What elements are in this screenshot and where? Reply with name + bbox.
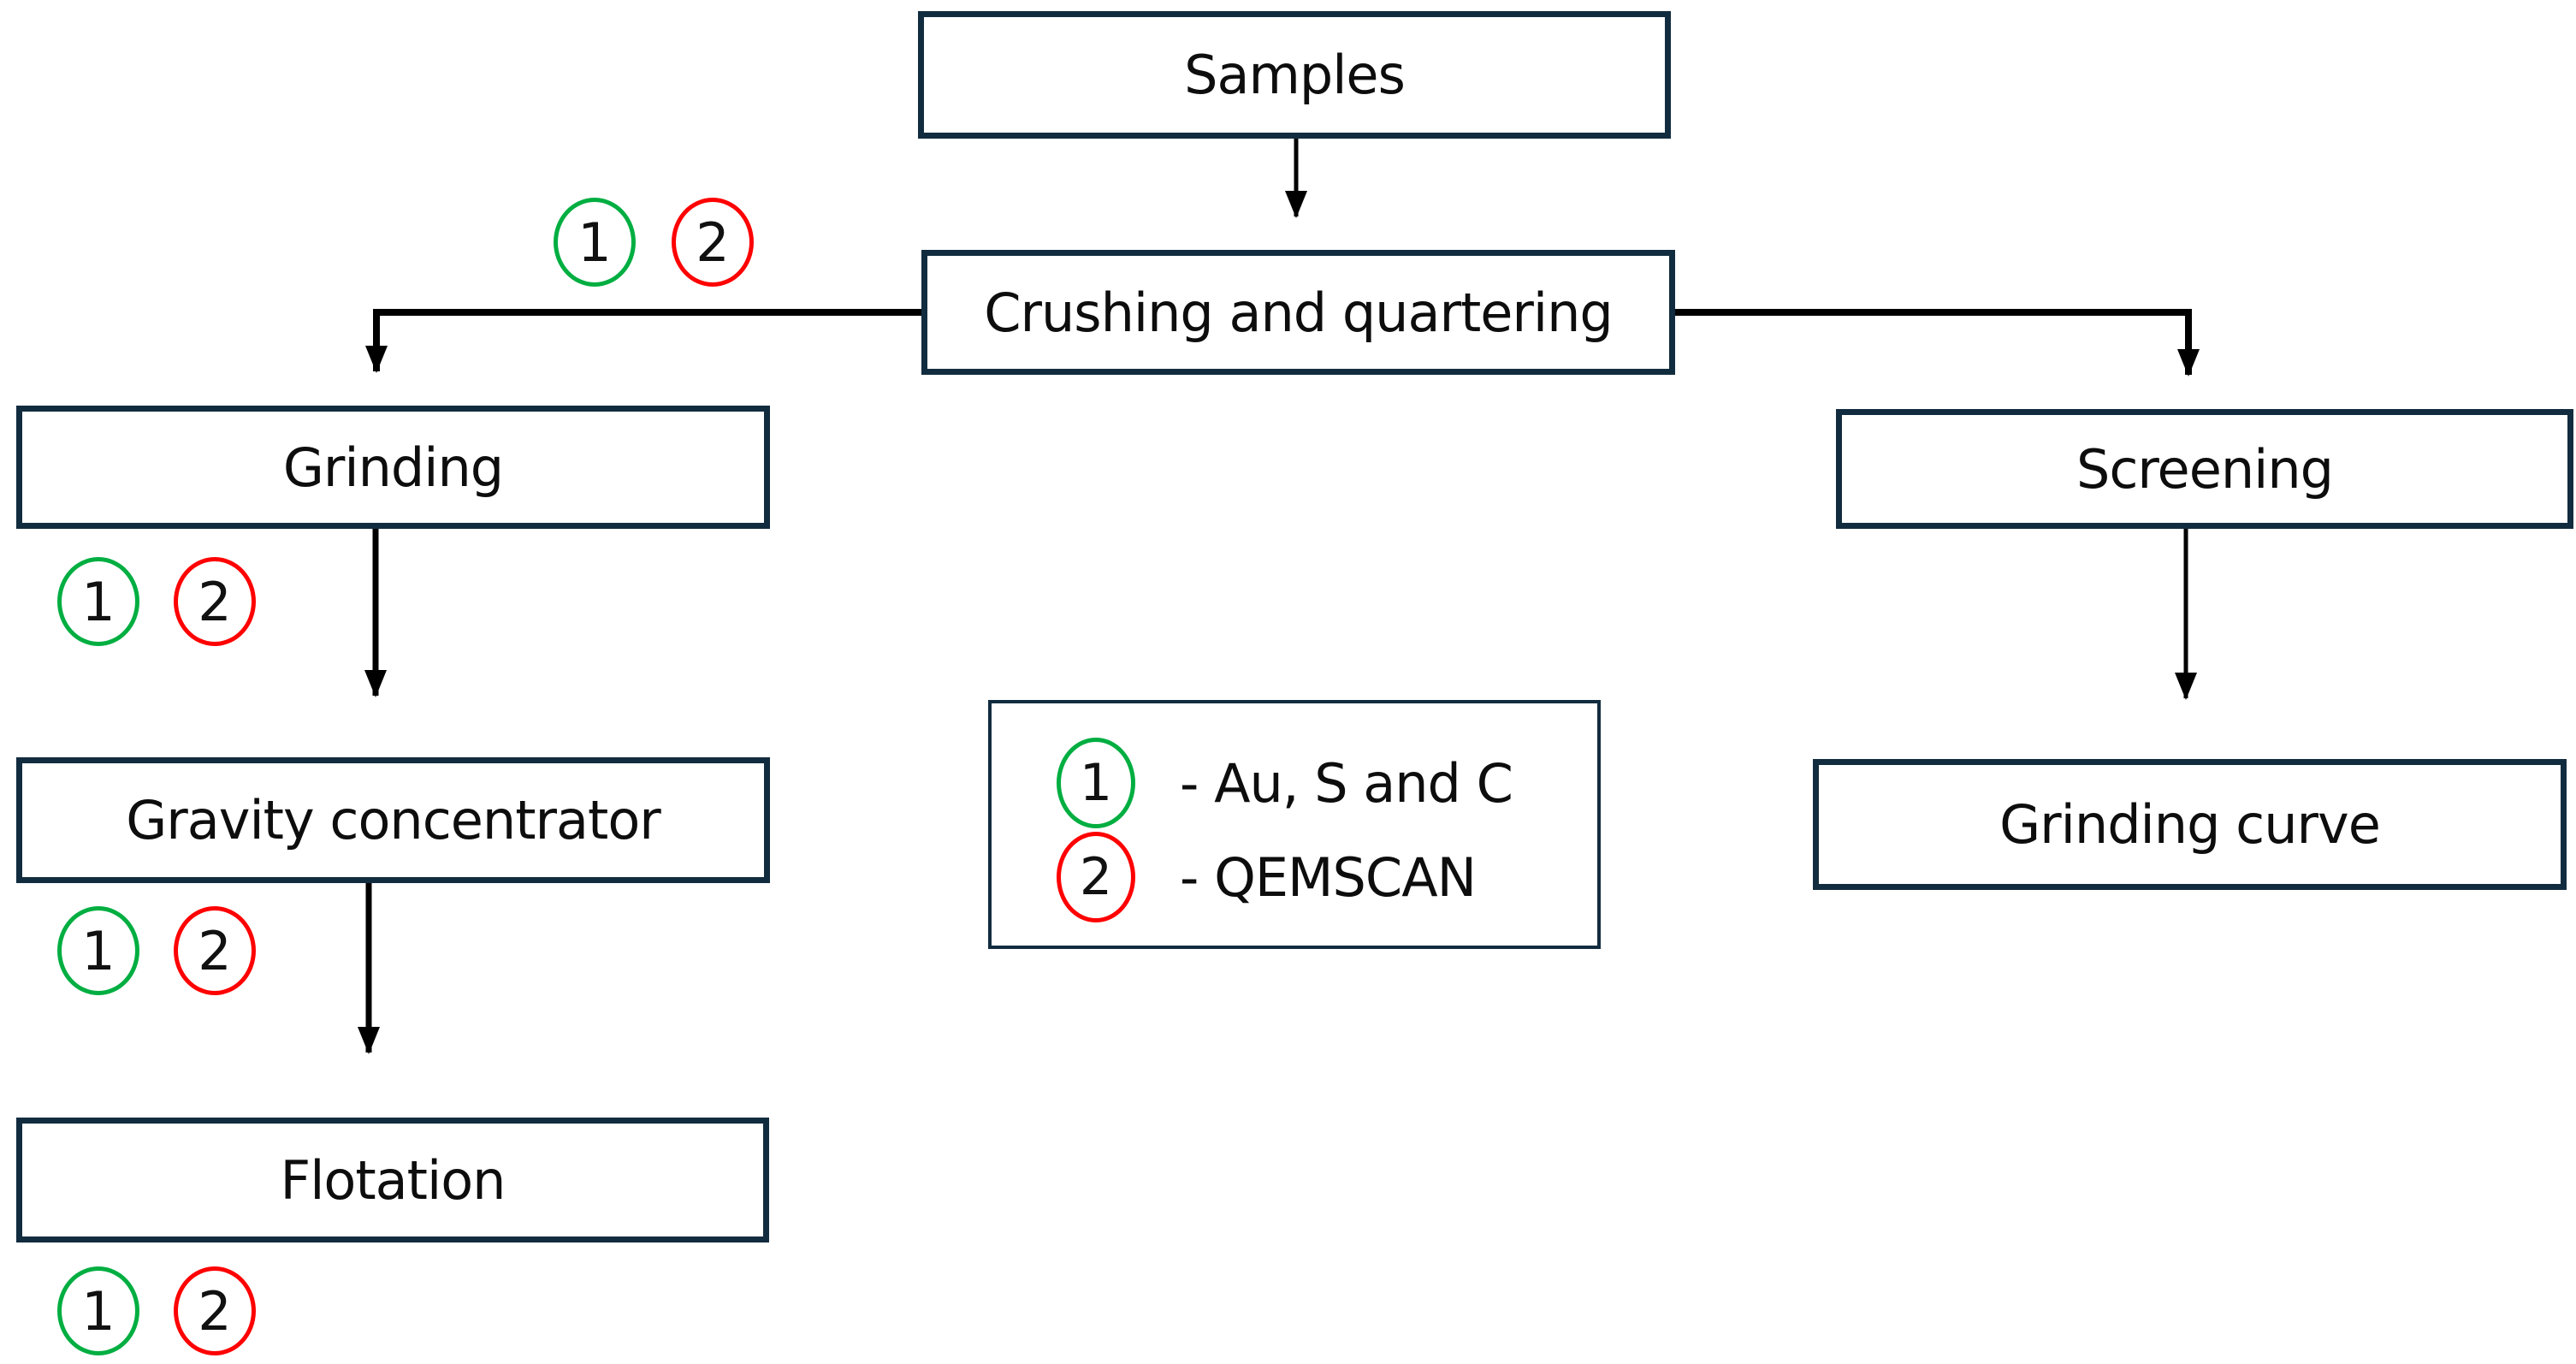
legend-marker-2-digit: 2 [1079, 847, 1113, 907]
marker-1-icon: 1 [57, 1266, 139, 1355]
node-grinding: Grinding [16, 406, 770, 529]
node-screening-label: Screening [2076, 437, 2334, 501]
node-flotation-label: Flotation [280, 1148, 506, 1212]
marker-1-icon: 1 [1057, 738, 1135, 828]
marker-2-digit: 2 [198, 1279, 232, 1343]
marker-1-digit: 1 [81, 1279, 115, 1343]
node-grinding-label: Grinding [282, 436, 504, 499]
node-gravity-concentrator-label: Gravity concentrator [126, 789, 661, 851]
marker-2-digit: 2 [696, 211, 730, 274]
marker-2-digit: 2 [198, 570, 232, 633]
legend-item: 1 - Au, S and C [1057, 738, 1513, 828]
legend-item: 2 - QEMSCAN [1057, 832, 1477, 922]
legend-item-label: - QEMSCAN [1180, 845, 1477, 909]
marker-2-icon: 2 [672, 198, 754, 287]
marker-1-digit: 1 [577, 211, 612, 274]
marker-2-icon: 2 [1057, 832, 1135, 922]
marker-2-digit: 2 [198, 919, 232, 982]
marker-1-icon: 1 [57, 557, 139, 646]
marker-1-digit: 1 [81, 919, 115, 982]
node-gravity-concentrator: Gravity concentrator [16, 757, 770, 883]
marker-1-icon: 1 [554, 198, 636, 287]
legend-item-label: - Au, S and C [1180, 751, 1513, 815]
node-grinding-curve-label: Grinding curve [1999, 793, 2381, 856]
marker-1-digit: 1 [81, 570, 115, 633]
node-crushing-and-quartering-label: Crushing and quartering [984, 281, 1614, 344]
connector-crushing-to-grinding [365, 309, 921, 373]
node-samples-label: Samples [1184, 44, 1406, 106]
node-samples: Samples [918, 11, 1671, 139]
legend-marker-1-digit: 1 [1079, 753, 1113, 813]
connector-crushing-to-screening [1675, 309, 2200, 377]
marker-2-icon: 2 [174, 906, 256, 995]
legend-box: 1 - Au, S and C 2 - QEMSCAN [988, 700, 1601, 949]
node-crushing-and-quartering: Crushing and quartering [921, 250, 1675, 375]
marker-2-icon: 2 [174, 1266, 256, 1355]
node-grinding-curve: Grinding curve [1813, 759, 2567, 890]
marker-2-icon: 2 [174, 557, 256, 646]
marker-1-icon: 1 [57, 906, 139, 995]
node-flotation: Flotation [16, 1118, 769, 1242]
node-screening: Screening [1836, 409, 2573, 529]
